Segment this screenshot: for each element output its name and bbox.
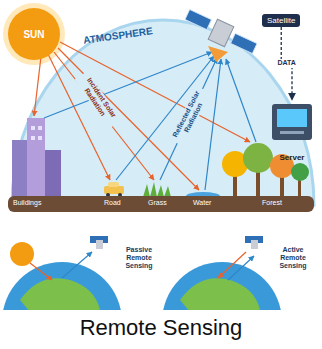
window	[31, 136, 35, 140]
car	[104, 186, 124, 194]
satellite-tag: Satellite	[262, 14, 300, 27]
server-slot	[280, 131, 304, 134]
ground-label: Grass	[148, 199, 167, 207]
tree-trunk	[256, 170, 260, 198]
solar-panel	[185, 9, 211, 29]
incident-ray	[30, 263, 52, 280]
mode-label: Passive Remote Sensing	[112, 246, 166, 270]
reflected-ray	[205, 59, 221, 190]
incident-ray	[58, 48, 199, 190]
incident-ray	[54, 52, 154, 180]
node-text: SUN	[23, 29, 44, 40]
land	[20, 278, 100, 310]
satellite-body	[251, 240, 258, 249]
caption: Remote Sensing	[0, 314, 322, 343]
tree-trunk	[280, 176, 284, 198]
reflected-ray	[62, 252, 92, 278]
solar-panel	[231, 33, 257, 53]
window	[38, 126, 42, 130]
tree	[243, 143, 273, 173]
ground-label: Road	[104, 199, 121, 207]
window	[31, 126, 35, 130]
incident-ray	[60, 42, 250, 142]
car-roof	[108, 182, 119, 187]
satellite-body	[208, 19, 234, 47]
node-text: Satellite	[267, 16, 295, 25]
tree-trunk	[298, 178, 301, 198]
land	[180, 278, 260, 310]
mode-label: Active Remote Sensing	[268, 246, 318, 270]
window	[38, 136, 42, 140]
reflected-ray	[228, 256, 254, 280]
emitted-ray	[218, 252, 246, 278]
sun-circle: SUN	[8, 8, 60, 60]
node-text: Server	[280, 153, 305, 162]
server-box: Server	[268, 100, 316, 162]
edge-label: DATA	[276, 59, 296, 67]
server-screen	[277, 109, 307, 127]
sun-glow	[3, 3, 65, 65]
globe	[2, 262, 122, 310]
building	[45, 150, 61, 200]
small-sun	[10, 242, 34, 266]
tree	[291, 163, 309, 181]
building	[27, 118, 45, 200]
ground-label: Water	[193, 199, 211, 207]
server-body	[272, 104, 312, 140]
reflected-ray	[226, 59, 256, 142]
satellite-body	[96, 240, 103, 249]
ground-band	[8, 196, 314, 212]
ground-label: Forest	[262, 199, 282, 207]
globe	[162, 262, 282, 310]
building	[12, 140, 28, 200]
grass	[143, 182, 171, 197]
satellite-dish	[208, 46, 228, 62]
reflected-ray	[116, 56, 214, 180]
ground-label: Buildings	[13, 199, 41, 207]
